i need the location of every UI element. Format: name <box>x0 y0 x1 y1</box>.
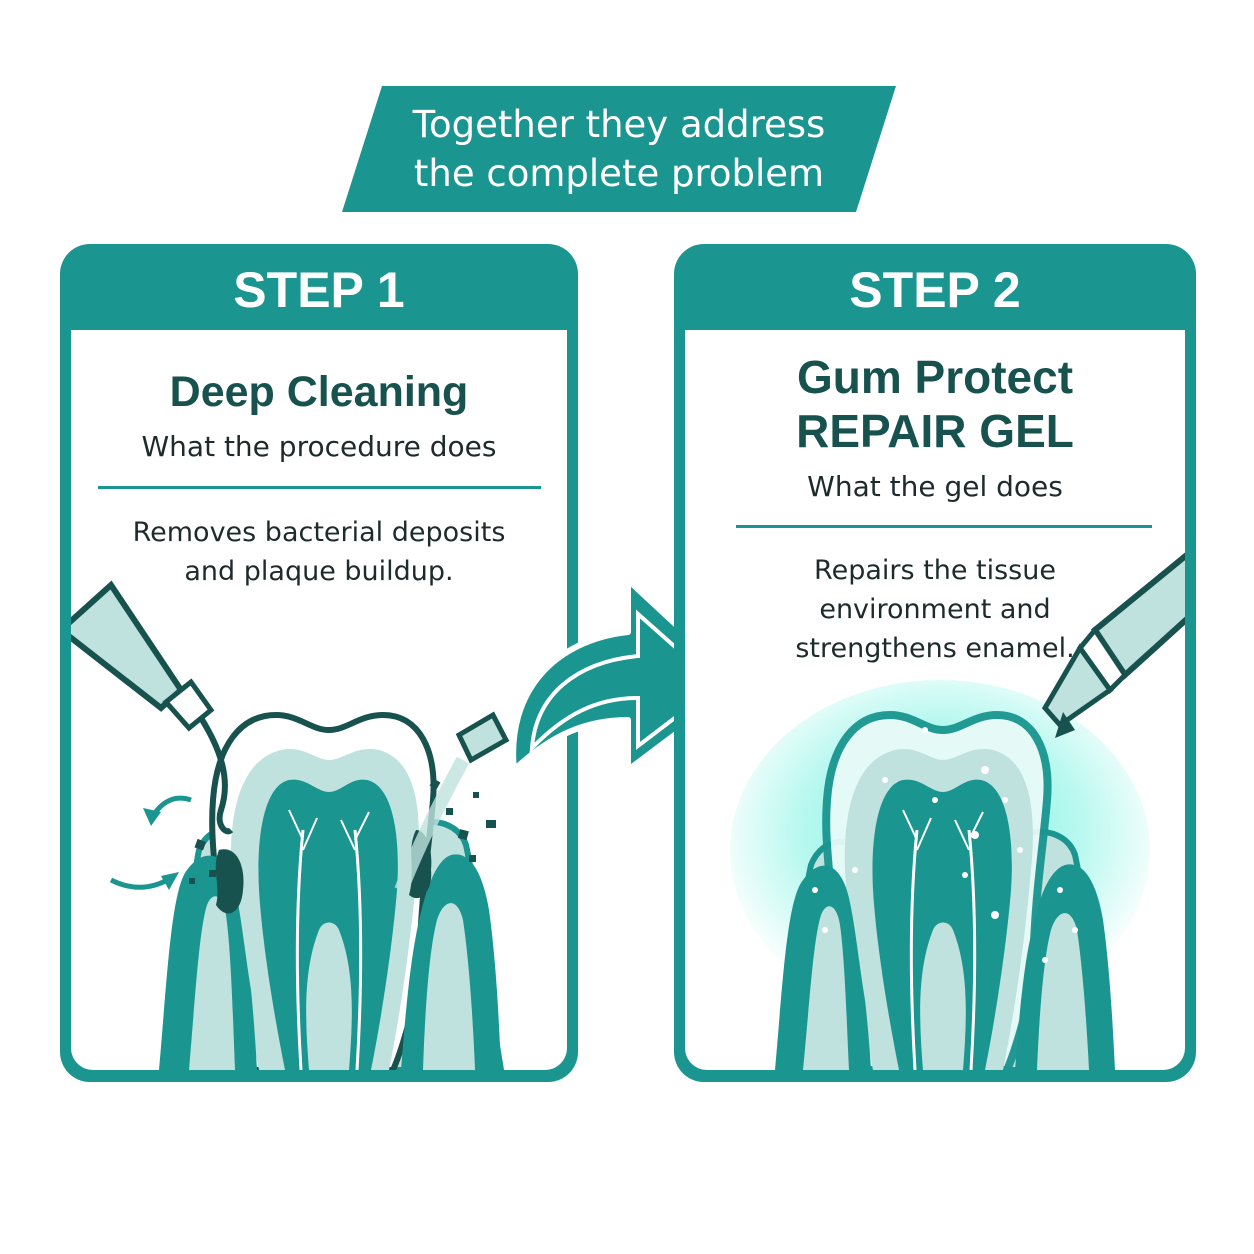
step-2-title: Gum Protect REPAIR GEL <box>685 350 1185 458</box>
step-2-description: Repairs the tissue environment and stren… <box>685 551 1185 668</box>
banner-line-1: Together they address <box>412 103 826 146</box>
step-1-illustration <box>71 580 510 1070</box>
headline-banner: Together they address the complete probl… <box>342 86 896 212</box>
banner-shape <box>342 86 896 212</box>
step-2-description-line-3: strengthens enamel. <box>795 633 1075 664</box>
sparkles <box>812 727 1078 963</box>
tooth-icon <box>209 711 437 1070</box>
step-2-title-line-2: REPAIR GEL <box>796 405 1074 457</box>
step-1-title: Deep Cleaning <box>169 368 469 416</box>
step-2-header: STEP 2 <box>849 262 1021 318</box>
step-2-body: Gum Protect REPAIR GEL What the gel does… <box>685 330 1185 1070</box>
step-1-description-line-2: and plaque buildup. <box>184 556 454 587</box>
plaque-left <box>215 849 244 914</box>
step-1-divider <box>98 486 541 489</box>
step-1-subtitle: What the procedure does <box>141 430 497 463</box>
step-1-description: Removes bacterial deposits and plaque bu… <box>71 513 567 591</box>
step-2-card: STEP 2 Gum Protect REPAIR GEL What the g… <box>674 244 1196 1082</box>
step-2-illustration <box>730 552 1185 1070</box>
step-1-description-line-1: Removes bacterial deposits <box>132 517 506 548</box>
motion-arrows-icon <box>109 795 192 890</box>
water-spray-nozzle-icon <box>394 711 510 893</box>
debris-particles <box>189 778 496 884</box>
gel-syringe-icon <box>1041 552 1185 738</box>
tooth-icon <box>822 710 1052 1070</box>
banner-text: Together they address the complete probl… <box>342 100 896 198</box>
step-1-header: STEP 1 <box>233 262 405 318</box>
step-1-body: Deep Cleaning What the procedure does Re… <box>71 330 567 1070</box>
step-2-subtitle: What the gel does <box>807 470 1063 503</box>
banner-line-2: the complete problem <box>413 152 825 195</box>
step-2-title-line-1: Gum Protect <box>796 351 1074 403</box>
step-1-card: STEP 1 Deep Cleaning What the procedure … <box>60 244 578 1082</box>
step-2-divider <box>736 525 1152 528</box>
step-2-description-line-2: environment and <box>819 594 1051 625</box>
step-2-description-line-1: Repairs the tissue <box>814 555 1056 586</box>
scaler-tool-icon <box>71 580 234 835</box>
